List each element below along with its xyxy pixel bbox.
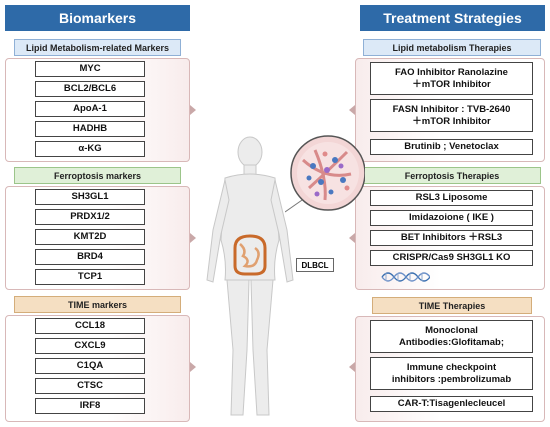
marker-item: IRF8: [35, 398, 145, 414]
human-body-illustration: [206, 136, 294, 416]
lipid-markers-label: Lipid Metabolism-related Markers: [14, 39, 181, 56]
marker-item: MYC: [35, 61, 145, 77]
marker-item: ApoA-1: [35, 101, 145, 117]
marker-item: SH3GL1: [35, 189, 145, 205]
marker-item: CXCL9: [35, 338, 145, 354]
marker-item: C1QA: [35, 358, 145, 374]
marker-item: CCL18: [35, 318, 145, 334]
marker-item: PRDX1/2: [35, 209, 145, 225]
pointer-arrow: [349, 105, 355, 115]
therapy-item: CRISPR/Cas9 SH3GL1 KO: [370, 250, 533, 266]
pointer-arrow: [349, 362, 355, 372]
ferroptosis-markers-label: Ferroptosis markers: [14, 167, 181, 184]
therapy-item: FASN Inhibitor : TVB-2640＋mTOR Inhibitor: [370, 99, 533, 132]
therapy-item: Brutinib ; Venetoclax: [370, 139, 533, 155]
marker-item: α-KG: [35, 141, 145, 157]
marker-item: TCP1: [35, 269, 145, 285]
marker-item: BCL2/BCL6: [35, 81, 145, 97]
therapy-item: Imidazoione ( IKE ): [370, 210, 533, 226]
pointer-arrow: [349, 233, 355, 243]
pointer-arrow: [190, 233, 196, 243]
biomarkers-header: Biomarkers: [5, 5, 190, 31]
time-markers-label: TIME markers: [14, 296, 181, 313]
therapy-item: BET Inhibitors ＋RSL3: [370, 230, 533, 246]
treatment-strategies-header: Treatment Strategies: [360, 5, 545, 31]
marker-item: CTSC: [35, 378, 145, 394]
lymph-node-tissue-icon: [285, 135, 365, 213]
lipid-therapies-label: Lipid metabolism Therapies: [363, 39, 541, 56]
dna-icon: [381, 272, 430, 282]
dlbcl-label: DLBCL: [296, 258, 334, 272]
therapy-item: RSL3 Liposome: [370, 190, 533, 206]
marker-item: BRD4: [35, 249, 145, 265]
ferroptosis-therapies-label: Ferroptosis Therapies: [363, 167, 541, 184]
therapy-item: FAO Inhibitor Ranolazine＋mTOR Inhibitor: [370, 62, 533, 95]
marker-item: KMT2D: [35, 229, 145, 245]
time-therapies-label: TIME Therapies: [372, 297, 532, 314]
marker-item: HADHB: [35, 121, 145, 137]
pointer-arrow: [190, 362, 196, 372]
pointer-arrow: [190, 105, 196, 115]
therapy-item: CAR-T:Tisagenlecleucel: [370, 396, 533, 412]
